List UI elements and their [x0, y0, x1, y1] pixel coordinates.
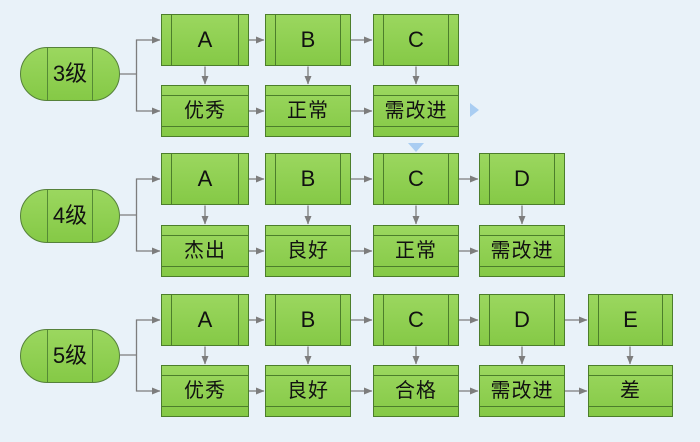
level-node-5: 5级 [20, 329, 120, 383]
rating-node: 优秀 [161, 365, 249, 417]
rating-node: 需改进 [373, 85, 459, 137]
rating-node: 正常 [265, 85, 351, 137]
grade-node: E [588, 294, 673, 346]
rating-node: 正常 [373, 225, 459, 277]
level-node-4: 4级 [20, 189, 120, 243]
rating-node: 良好 [265, 365, 351, 417]
grade-node: C [373, 153, 459, 205]
grade-node: B [265, 14, 351, 66]
grade-node: C [373, 14, 459, 66]
rating-node: 需改进 [479, 225, 565, 277]
rating-node: 合格 [373, 365, 459, 417]
page-nav-right-icon[interactable] [470, 103, 479, 117]
rating-node: 良好 [265, 225, 351, 277]
grade-node: A [161, 153, 249, 205]
grade-node: A [161, 14, 249, 66]
grade-node: A [161, 294, 249, 346]
page-nav-down-icon[interactable] [408, 143, 424, 152]
rating-node: 优秀 [161, 85, 249, 137]
level-node-3: 3级 [20, 47, 120, 101]
grade-node: D [479, 153, 565, 205]
grade-node: B [265, 294, 351, 346]
grade-node: C [373, 294, 459, 346]
rating-node: 杰出 [161, 225, 249, 277]
grade-node: D [479, 294, 565, 346]
rating-node: 需改进 [479, 365, 565, 417]
grade-node: B [265, 153, 351, 205]
rating-node: 差 [588, 365, 673, 417]
